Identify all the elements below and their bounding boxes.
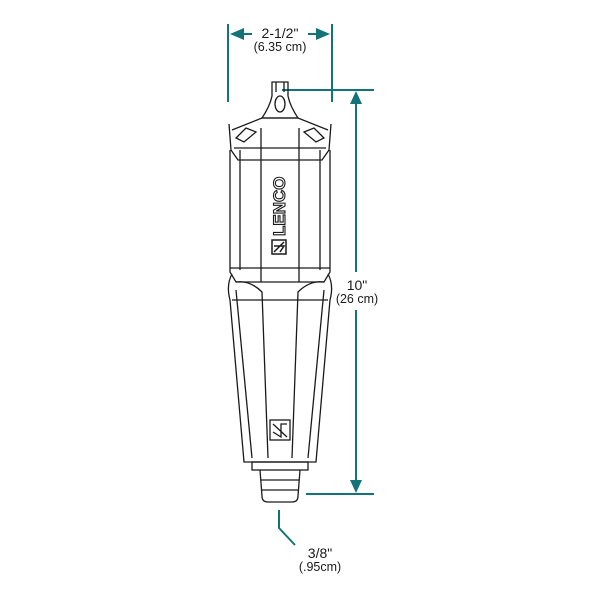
- inlet-imperial: 3/8": [307, 545, 333, 561]
- width-imperial: 2-1/2": [261, 25, 299, 41]
- width-dimension-label: 2-1/2" (6.35 cm): [250, 26, 310, 54]
- width-metric: (6.35 cm): [253, 39, 307, 54]
- nozzle-outline: [227, 81, 333, 503]
- inlet-metric: (.95cm): [298, 559, 342, 574]
- height-metric: (26 cm): [335, 291, 379, 306]
- dimension-lines: [227, 24, 374, 546]
- brand-logo: LENCO: [269, 176, 290, 255]
- height-dimension-label: 10" (26 cm): [330, 278, 384, 306]
- dimension-arrows: [230, 28, 362, 493]
- height-imperial: 10": [346, 277, 368, 293]
- inlet-dimension-label: 3/8" (.95cm): [290, 546, 350, 574]
- svg-text:LENCO: LENCO: [270, 177, 289, 237]
